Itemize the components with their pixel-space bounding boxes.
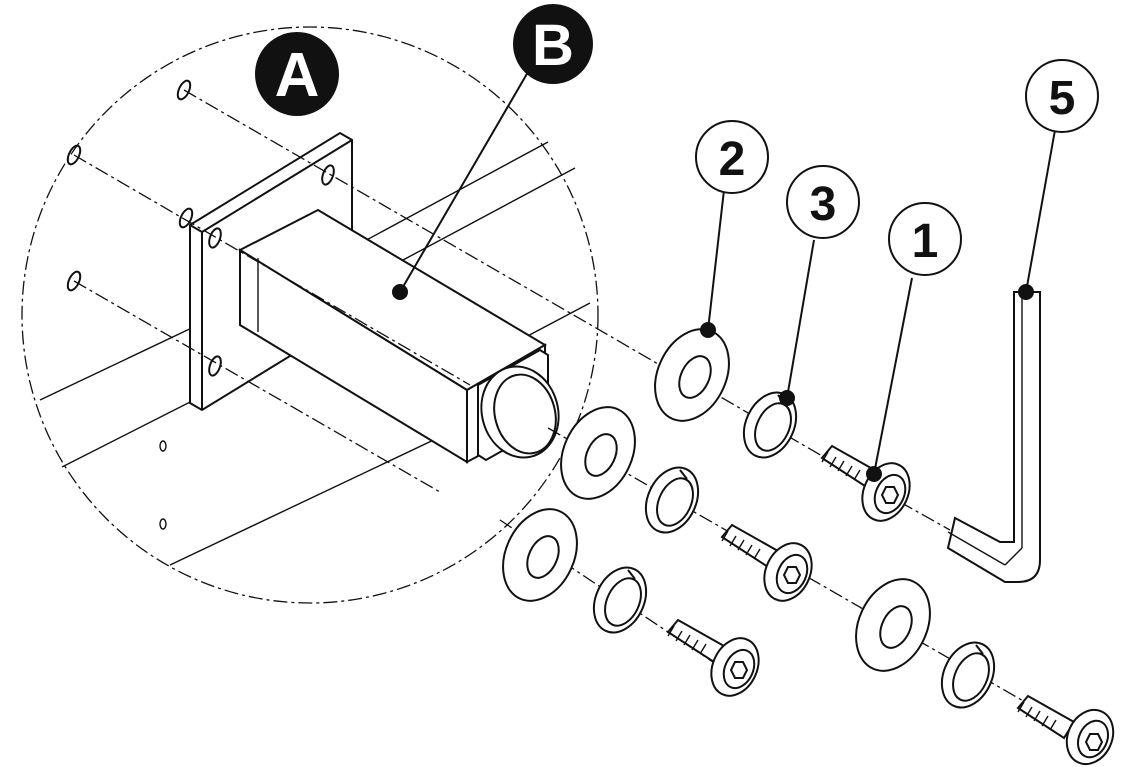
callout-2: 2 — [695, 120, 769, 194]
flat-washer-icon — [502, 508, 578, 602]
flat-washer-group — [502, 328, 931, 672]
hex-key-icon — [946, 291, 1041, 583]
socket-head-screw-icon — [720, 523, 813, 602]
callout-b-label: B — [532, 13, 574, 78]
detail-view-circle — [21, 26, 599, 604]
socket-head-screw-icon — [820, 444, 911, 522]
lock-washer-group — [592, 391, 996, 709]
callout-2-label: 2 — [719, 133, 746, 186]
callout-1-label: 1 — [912, 215, 939, 268]
socket-head-screw-icon — [1016, 694, 1115, 766]
split-lock-washer-icon — [644, 466, 700, 534]
leader-lines — [392, 71, 1056, 482]
split-lock-washer-icon — [742, 391, 798, 459]
flat-washer-icon — [560, 406, 636, 500]
callout-3-label: 3 — [810, 178, 837, 231]
frame-holes — [66, 79, 194, 292]
split-lock-washer-icon — [592, 566, 648, 634]
socket-head-screw-icon — [666, 618, 760, 697]
screw-group — [666, 444, 1115, 766]
callout-1: 1 — [888, 202, 962, 276]
callout-a-label: A — [275, 41, 320, 110]
callout-a: A — [255, 32, 339, 116]
callout-5: 5 — [1025, 59, 1099, 133]
callout-3: 3 — [786, 165, 860, 239]
flat-washer-icon — [654, 328, 730, 422]
callout-5-label: 5 — [1049, 72, 1076, 125]
split-lock-washer-icon — [940, 641, 996, 709]
square-tube-leg-icon — [237, 208, 560, 464]
flat-washer-icon — [855, 578, 931, 672]
callout-b: B — [513, 4, 593, 84]
